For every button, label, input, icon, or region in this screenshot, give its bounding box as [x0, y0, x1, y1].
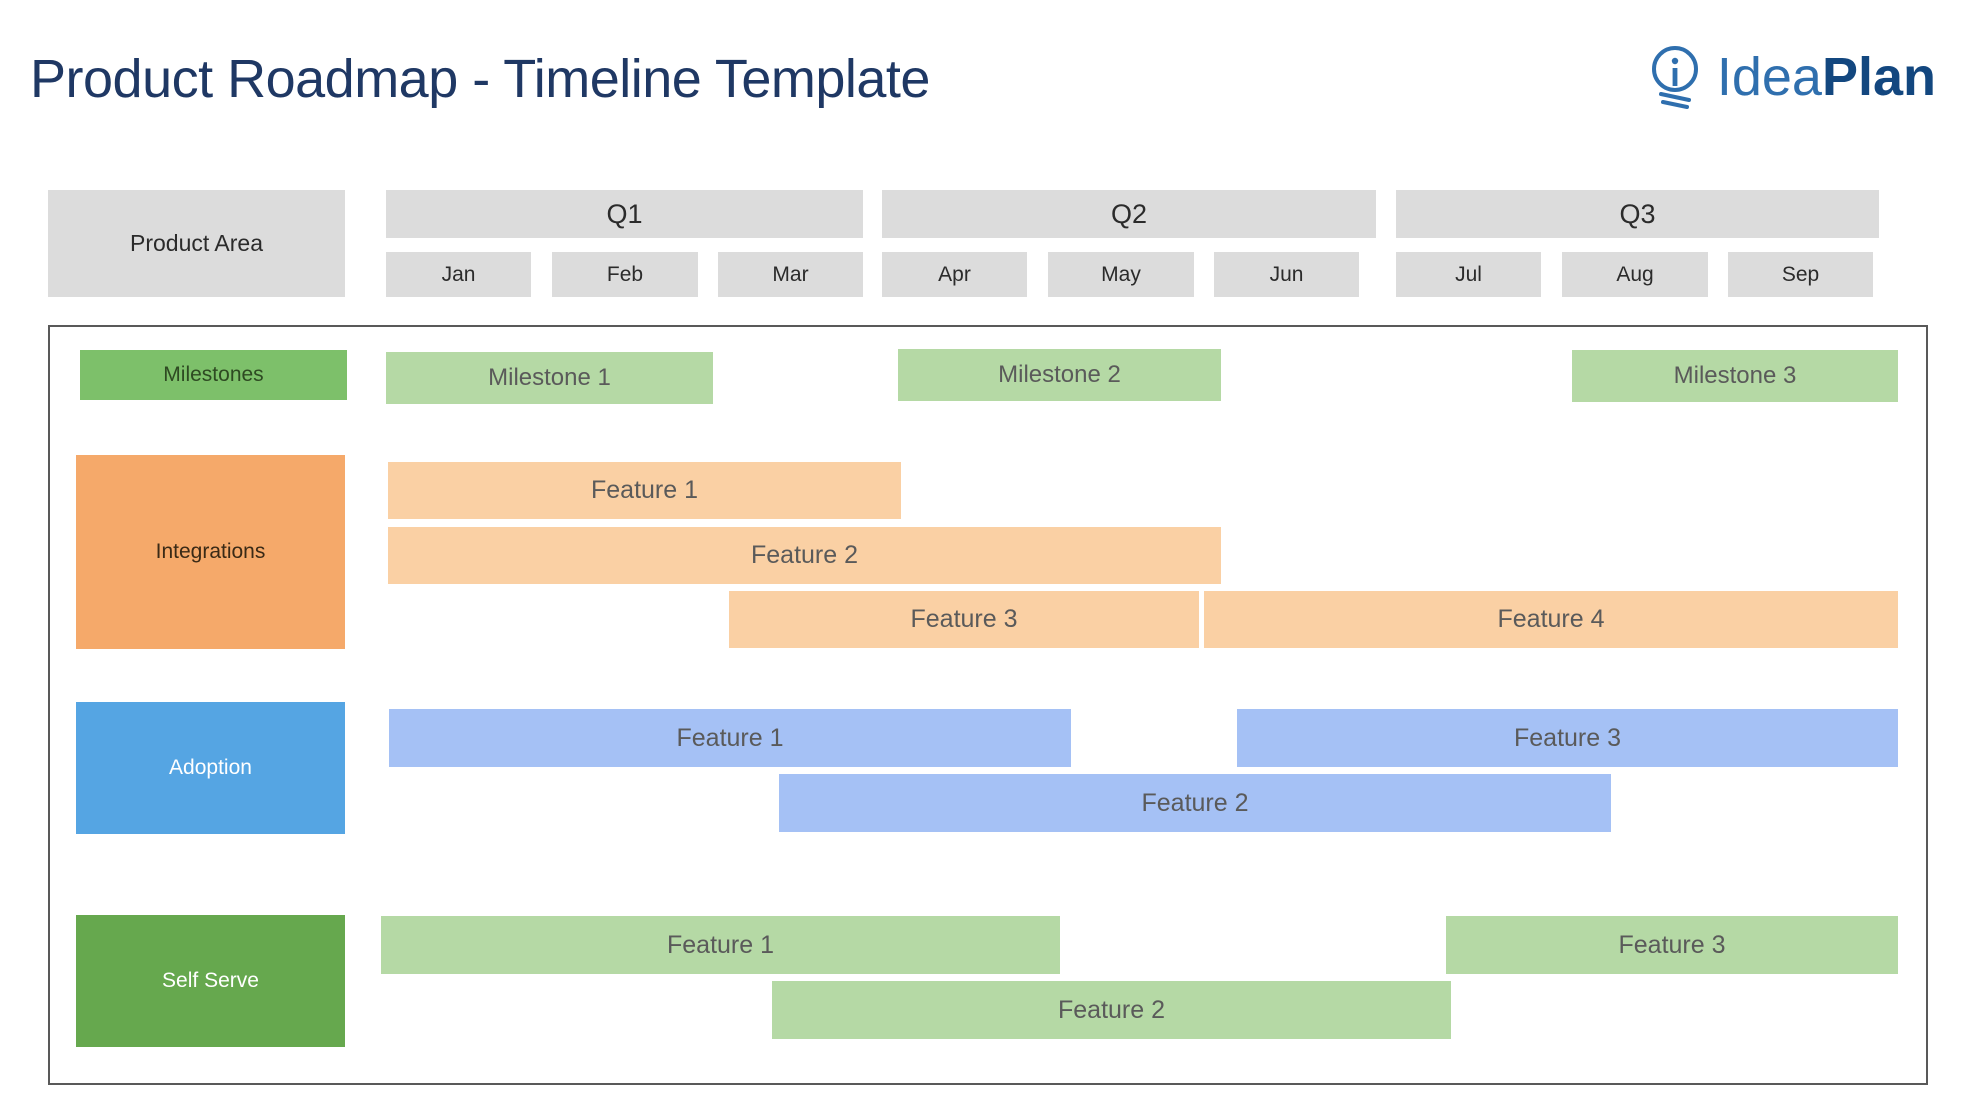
product-area-header: Product Area [48, 190, 345, 297]
month-header-jan: Jan [386, 252, 531, 297]
month-header-jun: Jun [1214, 252, 1359, 297]
task-bar-self-serve-feature-3[interactable]: Feature 3 [1446, 916, 1898, 974]
quarter-header-q3: Q3 [1396, 190, 1879, 238]
page-title: Product Roadmap - Timeline Template [30, 49, 930, 109]
task-bar-integrations-feature-3[interactable]: Feature 3 [729, 591, 1199, 648]
month-header-aug: Aug [1562, 252, 1708, 297]
quarter-header-q1: Q1 [386, 190, 863, 238]
category-block-integrations[interactable]: Integrations [76, 455, 345, 649]
task-bar-integrations-feature-2[interactable]: Feature 2 [388, 527, 1221, 584]
task-bar-adoption-feature-1[interactable]: Feature 1 [389, 709, 1071, 767]
category-block-self-serve[interactable]: Self Serve [76, 915, 345, 1047]
brand-wordmark-plan: Plan [1821, 47, 1936, 107]
month-header-feb: Feb [552, 252, 698, 297]
task-bar-milestones-milestone-1[interactable]: Milestone 1 [386, 352, 713, 404]
month-header-apr: Apr [882, 252, 1027, 297]
task-bar-adoption-feature-2[interactable]: Feature 2 [779, 774, 1611, 832]
task-bar-self-serve-feature-2[interactable]: Feature 2 [772, 981, 1451, 1039]
category-block-adoption[interactable]: Adoption [76, 702, 345, 834]
task-bar-adoption-feature-3[interactable]: Feature 3 [1237, 709, 1898, 767]
task-bar-integrations-feature-1[interactable]: Feature 1 [388, 462, 901, 519]
task-bar-milestones-milestone-2[interactable]: Milestone 2 [898, 349, 1221, 401]
task-bar-milestones-milestone-3[interactable]: Milestone 3 [1572, 350, 1898, 402]
lightbulb-idea-icon [1647, 44, 1703, 110]
brand-logo: IdeaPlan [1647, 44, 1936, 110]
quarter-header-q2: Q2 [882, 190, 1376, 238]
month-header-mar: Mar [718, 252, 863, 297]
month-header-jul: Jul [1396, 252, 1541, 297]
category-block-milestones[interactable]: Milestones [80, 350, 347, 400]
task-bar-integrations-feature-4[interactable]: Feature 4 [1204, 591, 1898, 648]
month-header-may: May [1048, 252, 1194, 297]
brand-wordmark: IdeaPlan [1717, 50, 1936, 104]
brand-wordmark-idea: Idea [1716, 47, 1822, 107]
task-bar-self-serve-feature-1[interactable]: Feature 1 [381, 916, 1060, 974]
month-header-sep: Sep [1728, 252, 1873, 297]
